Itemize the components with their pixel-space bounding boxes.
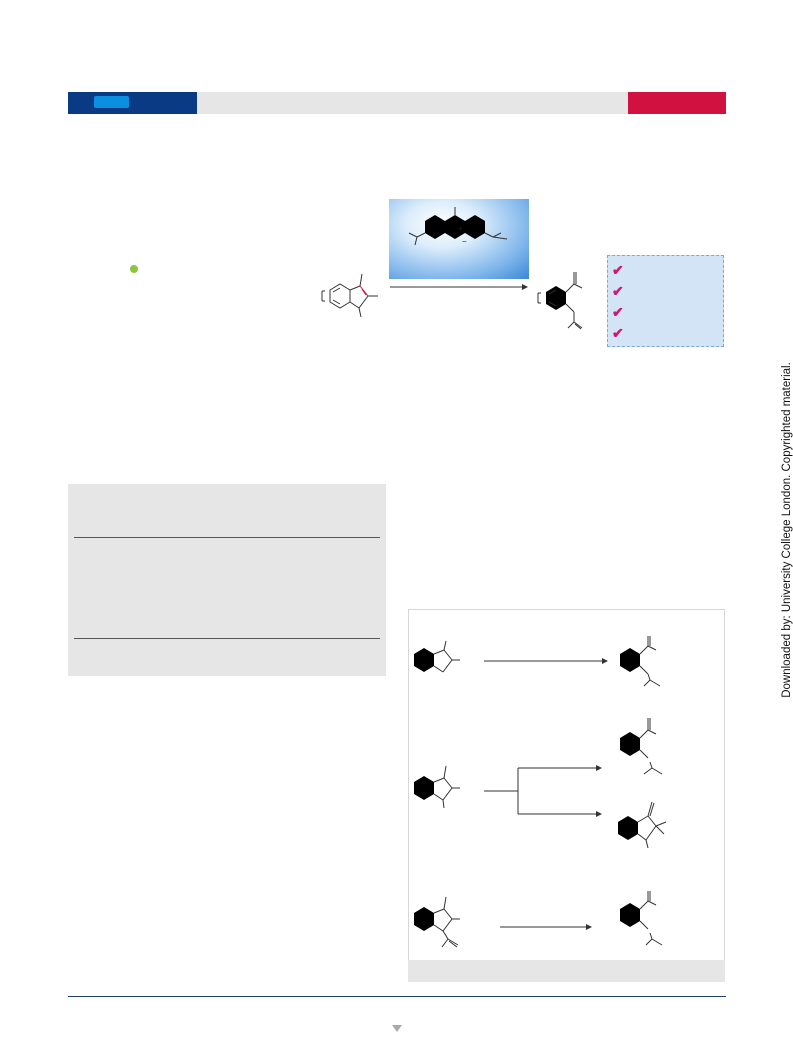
checkmark-icon: ✔ (612, 262, 624, 278)
indole-reactant-structure (321, 273, 378, 318)
checkmark-icon: ✔ (612, 283, 624, 299)
down-triangle-icon (392, 1025, 402, 1032)
photocatalyst-structure (408, 207, 508, 246)
header-middle-band (197, 92, 628, 114)
table-top-rule (74, 537, 380, 538)
checkmark-icon: ✔ (612, 325, 624, 341)
table-panel (68, 484, 386, 676)
scheme-row-1 (414, 636, 661, 687)
footer-rule (68, 996, 726, 997)
scheme-panel (408, 609, 725, 982)
header-section-pill (94, 96, 129, 108)
photocatalyst-box: + − (389, 199, 529, 279)
scheme-caption-band (408, 960, 725, 982)
green-info-icon (130, 265, 138, 273)
catalyst-counterion: − (462, 237, 467, 246)
checkmark-icon: ✔ (612, 304, 624, 320)
header-right-band (628, 92, 726, 114)
scheme-row-3 (414, 891, 663, 948)
product-structure (537, 272, 583, 330)
benefits-box: ✔ ✔ ✔ ✔ (607, 255, 724, 347)
reaction-arrow (390, 284, 528, 290)
table-bottom-rule (74, 638, 380, 639)
download-watermark: Downloaded by: University College London… (781, 362, 793, 698)
scheme-row-2 (414, 718, 667, 849)
header-left-band (68, 92, 197, 114)
catalyst-charge: + (458, 224, 463, 233)
